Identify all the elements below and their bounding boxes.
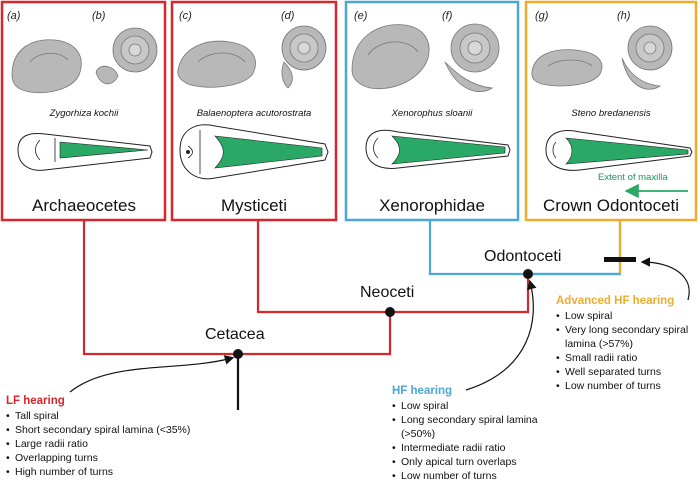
hearing-trait-item: •Low spiral bbox=[392, 400, 449, 412]
node-label-odontoceti: Odontoceti bbox=[484, 248, 562, 265]
skull-crown-odontoceti bbox=[545, 130, 693, 171]
species-zygorhiza: Zygorhiza kochii bbox=[49, 108, 119, 119]
maxilla-legend: Extent of maxilla bbox=[598, 172, 668, 183]
lf-hearing-box: LF hearing •Tall spiral •Short secondary … bbox=[6, 394, 246, 479]
node-cetacea bbox=[233, 349, 243, 359]
node-neoceti bbox=[385, 307, 395, 317]
panel-frame-crown-odontoceti bbox=[524, 0, 698, 222]
advanced-hf-hearing-list: •Low spiral •Very long secondary spiral l… bbox=[556, 309, 696, 393]
hearing-trait-item: •Intermediate radii ratio bbox=[392, 442, 506, 454]
advanced-hf-hearing-title: Advanced HF hearing bbox=[556, 295, 675, 307]
panel-label-h: (h) bbox=[617, 10, 631, 22]
panel-label-d: (d) bbox=[281, 10, 295, 22]
hearing-trait-item: •Low number of turns bbox=[392, 470, 497, 482]
node-label-cetacea: Cetacea bbox=[205, 326, 265, 343]
group-mysticeti: Mysticeti bbox=[220, 196, 288, 215]
node-odontoceti bbox=[523, 269, 533, 279]
lf-hearing-title: LF hearing bbox=[6, 395, 65, 407]
group-archaeocetes: Archaeocetes bbox=[32, 196, 136, 215]
hearing-trait-item: •Low number of turns bbox=[556, 380, 661, 392]
panel-label-a: (a) bbox=[7, 10, 21, 22]
hearing-trait-item: •Very long secondary spiral lamina (>57%… bbox=[556, 324, 689, 350]
node-label-neoceti: Neoceti bbox=[360, 284, 415, 301]
hearing-trait-item: •Long secondary spiral lamina (>50%) bbox=[392, 414, 538, 440]
skull-xenorophidae bbox=[365, 129, 511, 169]
hearing-trait-item: •Low spiral bbox=[556, 310, 613, 322]
skull-archaeocetes bbox=[17, 132, 153, 171]
lf-hearing-list: •Tall spiral •Short secondary spiral lami… bbox=[6, 409, 246, 479]
group-xenorophidae: Xenorophidae bbox=[379, 196, 485, 215]
hearing-trait-item: •Only apical turn overlaps bbox=[392, 456, 517, 468]
hf-arrow bbox=[465, 279, 537, 391]
hearing-trait-item: •Tall spiral bbox=[6, 410, 59, 422]
hearing-trait-item: •Short secondary spiral lamina (<35%) bbox=[6, 424, 191, 436]
hf-hearing-list: •Low spiral •Long secondary spiral lamina… bbox=[392, 399, 552, 483]
panel-label-c: (c) bbox=[179, 10, 192, 22]
advanced-hf-hearing-box: Advanced HF hearing •Low spiral •Very lon… bbox=[556, 294, 696, 393]
hearing-trait-item: •Small radii ratio bbox=[556, 352, 638, 364]
advanced-hf-arrow bbox=[640, 257, 690, 301]
group-crown-odontoceti: Crown Odontoceti bbox=[542, 196, 680, 215]
hearing-trait-item: •High number of turns bbox=[6, 466, 114, 478]
species-balaenoptera: Balaenoptera acutorostrata bbox=[196, 108, 312, 119]
species-steno: Steno bredanensis bbox=[571, 108, 651, 119]
panel-label-e: (e) bbox=[354, 10, 368, 22]
hearing-trait-item: •Overlapping turns bbox=[6, 452, 98, 464]
panel-frame-xenorophidae bbox=[344, 0, 520, 222]
panel-label-f: (f) bbox=[442, 10, 453, 22]
panel-label-g: (g) bbox=[535, 10, 549, 22]
hearing-trait-item: •Well separated turns bbox=[556, 366, 662, 378]
panel-label-b: (b) bbox=[92, 10, 106, 22]
lf-arrow bbox=[69, 355, 235, 393]
species-xenorophus: Xenorophus sloanii bbox=[391, 108, 473, 119]
skull-mysticeti bbox=[179, 124, 329, 180]
hf-hearing-title: HF hearing bbox=[392, 385, 453, 397]
hf-hearing-box: HF hearing •Low spiral •Long secondary sp… bbox=[392, 384, 552, 483]
cochlea-renderings bbox=[11, 23, 673, 94]
advanced-hf-bar bbox=[604, 257, 636, 262]
hearing-trait-item: •Large radii ratio bbox=[6, 438, 88, 450]
panel-frame-mysticeti bbox=[170, 0, 338, 222]
